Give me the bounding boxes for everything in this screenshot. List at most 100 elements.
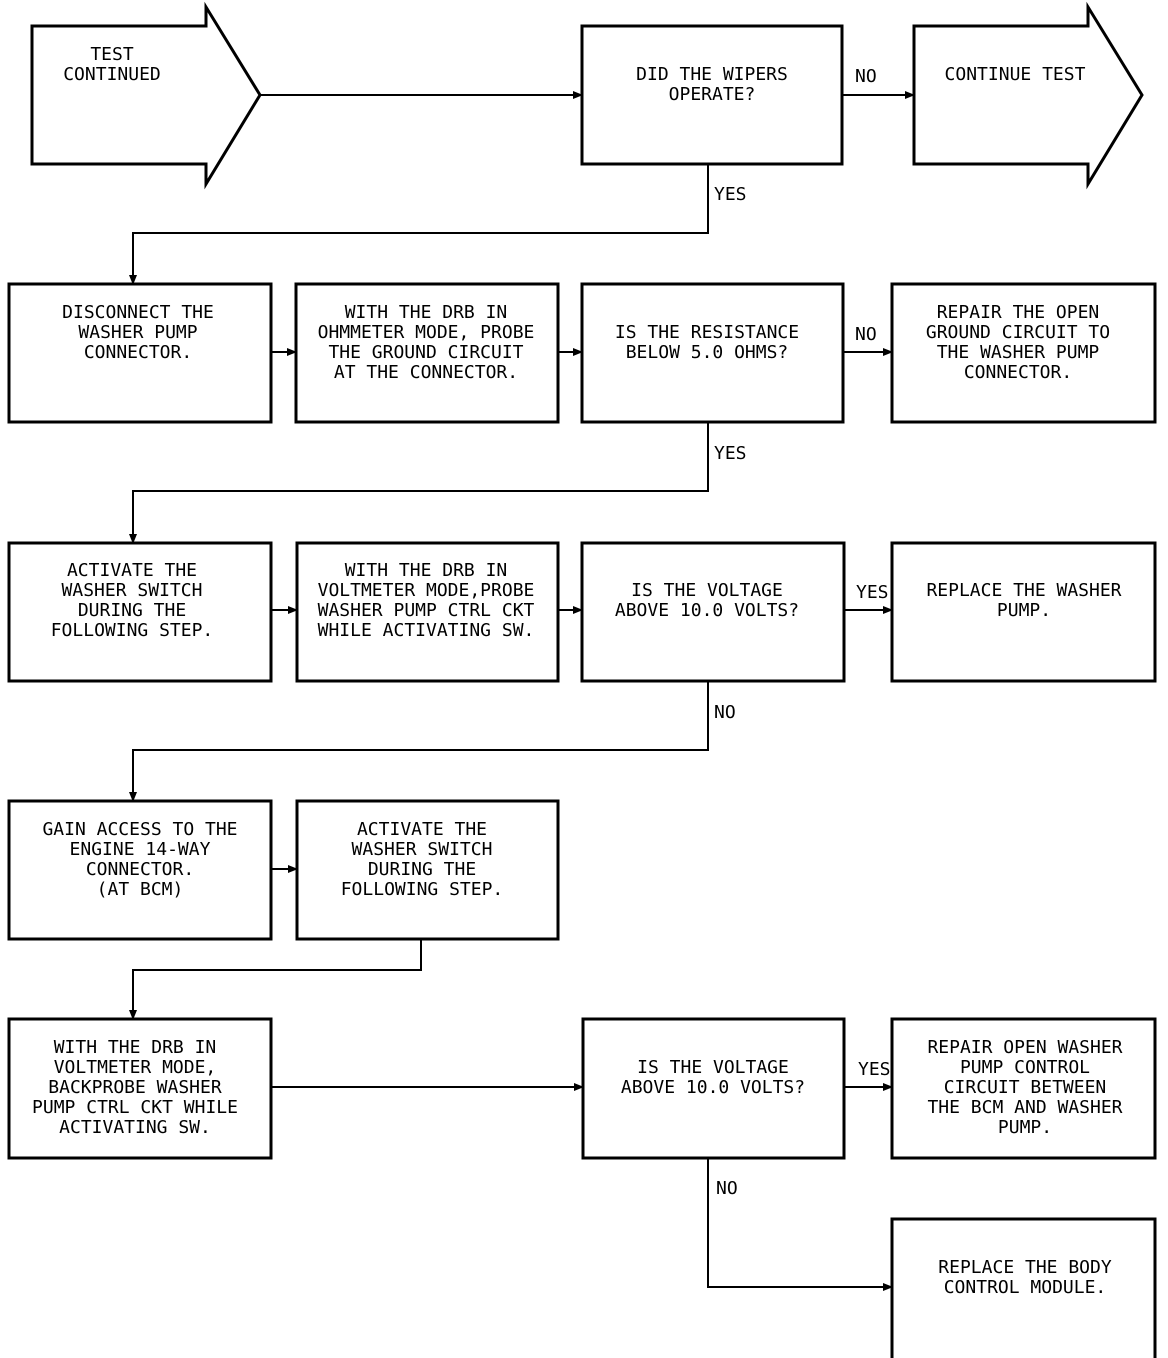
node-label-line: VOLTMETER MODE,PROBE (318, 580, 535, 601)
node-label-line: BACKPROBE WASHER (48, 1077, 222, 1098)
node-label-line: PUMP CTRL CKT WHILE (32, 1097, 238, 1118)
node-label-line: ENGINE 14-WAY (70, 839, 211, 860)
node-label-line: BELOW 5.0 OHMS? (626, 342, 789, 363)
node-label-line: ACTIVATING SW. (59, 1117, 211, 1138)
edge-wipers-yes (129, 164, 709, 285)
node-label-line: CIRCUIT BETWEEN (944, 1077, 1107, 1098)
node-label-line: OHMMETER MODE, PROBE (318, 322, 535, 343)
node-label-line: WITH THE DRB IN (345, 560, 508, 581)
edge-resistance-yes (129, 422, 709, 544)
node-label-line: CONNECTOR. (86, 859, 194, 880)
node-label-line: GAIN ACCESS TO THE (42, 819, 237, 840)
node-label-line: ACTIVATE THE (67, 560, 197, 581)
node-label-line: DURING THE (78, 600, 186, 621)
node-label-line: PUMP CONTROL (960, 1057, 1090, 1078)
node-label-line: WITH THE DRB IN (54, 1037, 217, 1058)
node-label-line: GROUND CIRCUIT TO (926, 322, 1110, 343)
node-label-line: WITH THE DRB IN (345, 302, 508, 323)
node-label-line: FOLLOWING STEP. (51, 620, 214, 641)
edge-label-voltage1-yes: YES (856, 582, 889, 603)
node-label-line: PUMP. (997, 600, 1051, 621)
node-label-line: WASHER SWITCH (62, 580, 203, 601)
node-label-line: THE WASHER PUMP (937, 342, 1100, 363)
edge-label-voltage2-yes: YES (858, 1059, 891, 1080)
node-label-line: (AT BCM) (97, 879, 184, 900)
node-label-line: WASHER SWITCH (352, 839, 493, 860)
edge-label-voltage1-no: NO (714, 702, 736, 723)
connectors (129, 91, 915, 1291)
edge-voltage2-no (707, 1158, 893, 1291)
edge-voltage1-no (129, 681, 709, 802)
node-label-line: WASHER PUMP CTRL CKT (318, 600, 535, 621)
node-label-line: REPAIR THE OPEN (937, 302, 1100, 323)
node-label-line: ABOVE 10.0 VOLTS? (621, 1077, 805, 1098)
node-continue-test: CONTINUE TEST (912, 1, 1144, 190)
node-label-line: ABOVE 10.0 VOLTS? (615, 600, 799, 621)
edge-label-resistance-no: NO (855, 324, 877, 345)
node-label-line: IS THE VOLTAGE (631, 580, 783, 601)
node-label-line: DURING THE (368, 859, 476, 880)
node-label-line: IS THE RESISTANCE (615, 322, 799, 343)
edge-label-resistance-yes: YES (714, 443, 747, 464)
node-continue-test-label: CONTINUE TEST (945, 64, 1086, 85)
node-label-line: THE GROUND CIRCUIT (328, 342, 523, 363)
node-label-line: REPAIR OPEN WASHER (927, 1037, 1122, 1058)
node-label-line: VOLTMETER MODE, (54, 1057, 217, 1078)
edge-label-voltage2-no: NO (716, 1178, 738, 1199)
node-label-line: CONTINUE TEST (945, 64, 1086, 85)
node-label-line: WASHER PUMP (78, 322, 197, 343)
node-label-line: THE BCM AND WASHER (927, 1097, 1122, 1118)
node-label-line: ACTIVATE THE (357, 819, 487, 840)
edge-label-wipers-yes: YES (714, 184, 747, 205)
node-label-line: CONTINUED (63, 64, 161, 85)
edge-label-wipers-no: NO (855, 66, 877, 87)
node-label-line: AT THE CONNECTOR. (334, 362, 518, 383)
node-label-line: CONTROL MODULE. (944, 1277, 1107, 1298)
node-label-line: DID THE WIPERS (636, 64, 788, 85)
node-label-line: PUMP. (998, 1117, 1052, 1138)
edge-activate2-to-backprobe (129, 939, 422, 1020)
node-label-line: OPERATE? (669, 84, 756, 105)
node-label-line: REPLACE THE BODY (938, 1257, 1112, 1278)
node-label-line: WHILE ACTIVATING SW. (318, 620, 535, 641)
node-label-line: FOLLOWING STEP. (341, 879, 504, 900)
node-label-line: TEST (90, 44, 134, 65)
node-label-line: CONNECTOR. (84, 342, 192, 363)
node-label-line: IS THE VOLTAGE (637, 1057, 789, 1078)
edge-labels: NO YES NO YES YES NO YES NO (714, 66, 891, 1199)
node-label-line: REPLACE THE WASHER (926, 580, 1121, 601)
